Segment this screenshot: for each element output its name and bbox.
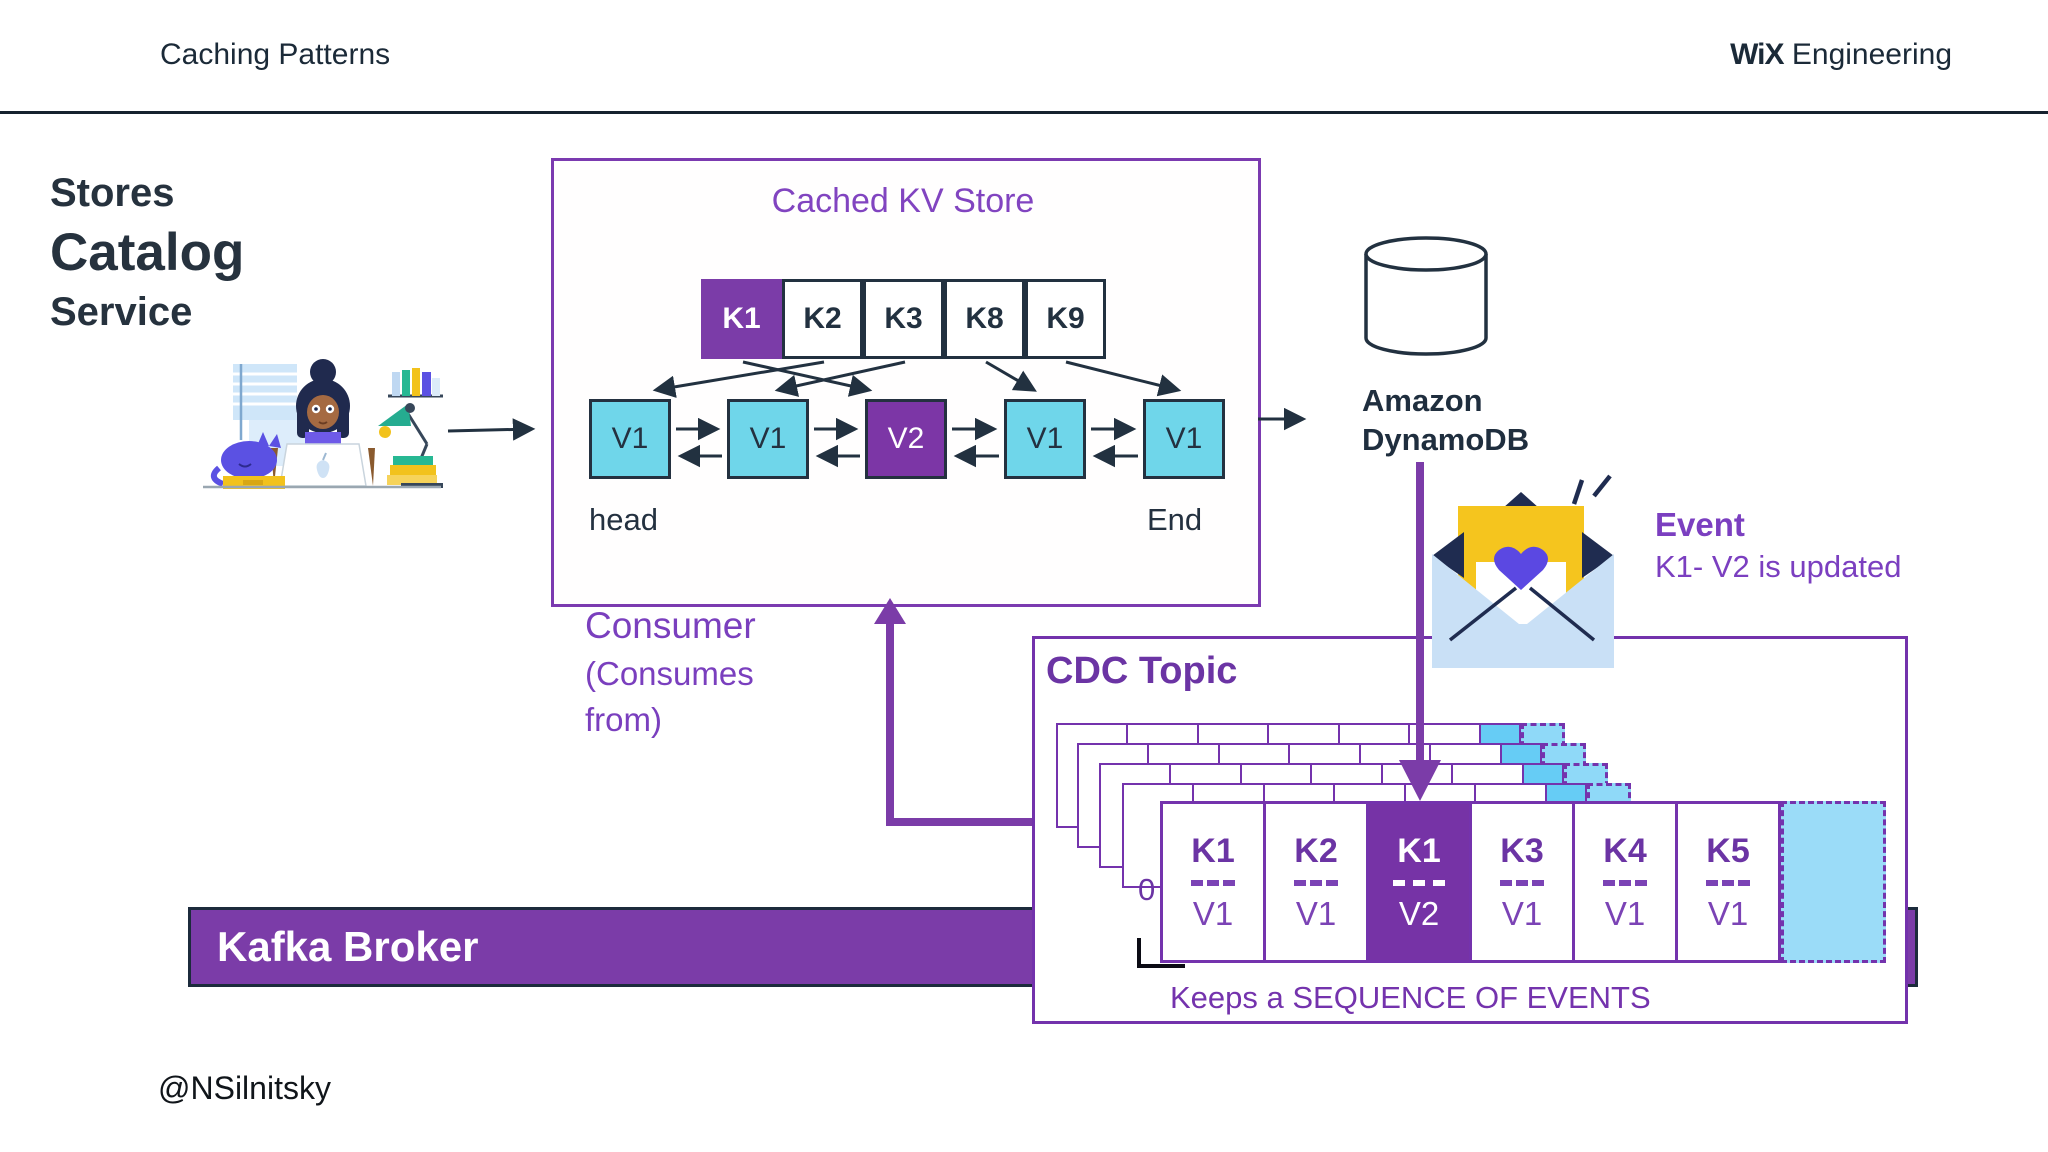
kv-key-cell: K3 (863, 279, 944, 359)
envelope-event-icon (1432, 474, 1614, 668)
consumer-label: Consumer (Consumes from) (585, 600, 756, 742)
kv-key-cell: K8 (944, 279, 1025, 359)
brand-logo-engineering: Engineering (1791, 38, 1952, 71)
author-handle: @NSilnitsky (158, 1070, 331, 1106)
kv-key-cell: K9 (1025, 279, 1106, 359)
window-blinds-icon (233, 364, 297, 420)
kv-separator (1191, 879, 1235, 886)
kv-value-node: V1 (1004, 399, 1086, 479)
arrow-consumer-from-topic (874, 598, 1032, 826)
cached-kv-store-title: Cached KV Store (771, 182, 1035, 220)
head-label: head (589, 502, 658, 537)
kv-separator (1603, 879, 1647, 886)
desk-illustration (203, 359, 443, 489)
event-label: Event K1- V2 is updated (1655, 503, 1901, 587)
consumer-line3: from) (585, 700, 662, 738)
sparkle-icon (1571, 479, 1585, 505)
kv-separator (1294, 879, 1338, 886)
kv-key-cell: K2 (782, 279, 863, 359)
kv-separator (1393, 879, 1445, 886)
dynamodb-label: Amazon DynamoDB (1362, 382, 1529, 460)
kv-value-node: V1 (589, 399, 671, 479)
page-title: Caching Patterns (160, 38, 391, 71)
service-title-line1: Stores (50, 171, 175, 215)
end-label: End (1147, 502, 1203, 537)
cached-kv-store-box (551, 158, 1261, 607)
header-bar: Caching Patterns WiX Engineering (0, 0, 2048, 114)
event-subtitle: K1- V2 is updated (1655, 548, 1902, 584)
partition-offset-label: 0 (1138, 872, 1156, 907)
service-title: Stores Catalog Service (50, 168, 244, 338)
cat-icon (210, 432, 281, 487)
brand-logo: WiX Engineering (1730, 38, 1952, 72)
empty-slot-cell (1781, 801, 1886, 963)
dynamodb-label-line1: Amazon (1362, 383, 1483, 418)
kv-value-node-updated: V2 (865, 399, 947, 479)
desk-lamp-icon (378, 403, 429, 469)
arrow-service-to-kvstore (447, 418, 536, 441)
person-icon (296, 359, 350, 446)
laptop-icon (279, 443, 367, 487)
kv-key-cell: K1 (701, 279, 782, 359)
event-title: Event (1655, 506, 1745, 543)
service-title-line2: Catalog (50, 223, 245, 283)
heart-icon (1494, 546, 1548, 590)
cdc-topic-title: CDC Topic (1046, 650, 1238, 692)
kv-separator (1500, 879, 1544, 886)
partition-card-shadow (1137, 938, 1185, 968)
dynamodb-cylinder-icon (1364, 236, 1488, 356)
kafka-broker-label: Kafka Broker (217, 923, 479, 970)
kv-value-node: V1 (1143, 399, 1225, 479)
sparkle-icon (1592, 474, 1612, 498)
kv-separator (1706, 879, 1750, 886)
dynamodb-label-line2: DynamoDB (1362, 421, 1530, 457)
kv-value-node: V1 (727, 399, 809, 479)
consumer-line1: Consumer (585, 605, 756, 646)
service-title-line3: Service (50, 290, 193, 335)
consumer-line2: (Consumes (585, 655, 754, 693)
cdc-caption: Keeps a SEQUENCE OF EVENTS (1170, 980, 1651, 1015)
brand-logo-wix: WiX (1730, 38, 1784, 71)
